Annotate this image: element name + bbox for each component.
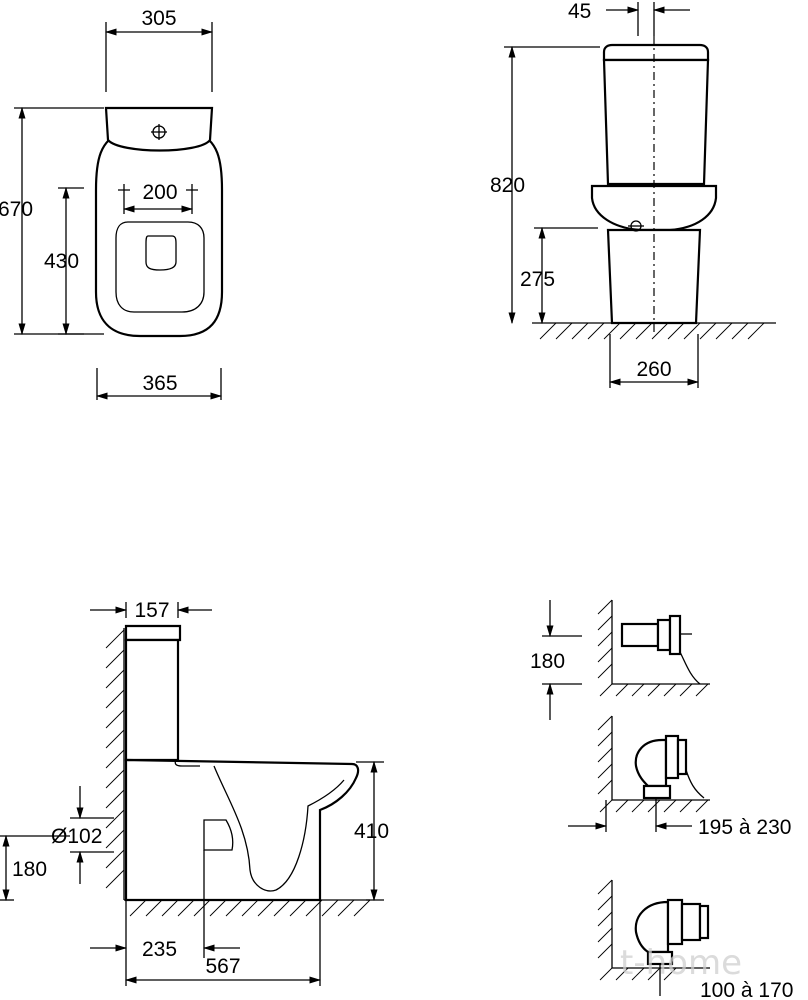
side-floor-hatch xyxy=(129,899,371,917)
dim-outlet-distance-label: 235 xyxy=(142,938,177,961)
outlet-spigot xyxy=(203,819,234,851)
side-tank-body xyxy=(124,638,180,762)
dim-tank-offset-label: 45 xyxy=(568,0,591,23)
drain-outline xyxy=(145,235,177,271)
dim-seat-height-label: 410 xyxy=(354,820,389,843)
dim-base-width-label: 260 xyxy=(636,358,671,381)
tank-body xyxy=(602,58,710,186)
dim-bowl-width-label: 365 xyxy=(142,372,177,395)
dim-bolt-depth-label: 430 xyxy=(44,250,79,273)
dim-total-depth-label: 670 xyxy=(0,198,33,221)
vertical-outlet-detail: 195 à 230 xyxy=(568,715,791,839)
vertical-outlet-detail-2: 100 à 170 xyxy=(597,879,793,1000)
front-view: 45 820 275 260 xyxy=(490,0,776,388)
dim-vertical-range-2-label: 100 à 170 xyxy=(700,979,793,1000)
dim-total-height-label: 820 xyxy=(490,174,525,197)
dim-inlet-height-label: 275 xyxy=(520,268,555,291)
dim-outlet-height-label: 180 xyxy=(12,858,47,881)
side-tank-lid xyxy=(124,624,182,642)
bowl-outline xyxy=(94,130,224,338)
dim-tank-depth-label: 157 xyxy=(134,599,169,622)
dim-outlet-diameter-label: Ø102 xyxy=(51,825,102,848)
dim-bolt-spacing-label: 200 xyxy=(142,181,177,204)
tank-lid xyxy=(602,43,710,62)
trap-path xyxy=(213,765,345,892)
watermark-logo: t-home xyxy=(620,943,742,983)
horizontal-outlet-detail: 180 xyxy=(530,599,710,720)
side-view: 157 xyxy=(0,599,389,986)
floor-hatch xyxy=(539,322,765,340)
bolt-marks-icon xyxy=(118,184,198,196)
top-view: 305 670 430 200 365 xyxy=(0,7,224,400)
seat-opening xyxy=(115,221,205,313)
wall-hatch xyxy=(105,629,125,889)
dim-total-length-label: 567 xyxy=(205,955,240,978)
dim-vertical-range-label: 195 à 230 xyxy=(698,816,791,839)
dim-horizontal-height-label: 180 xyxy=(530,650,565,673)
dim-tank-width-label: 305 xyxy=(141,7,176,30)
connection-details: 180 195 à 230 xyxy=(530,599,793,1000)
